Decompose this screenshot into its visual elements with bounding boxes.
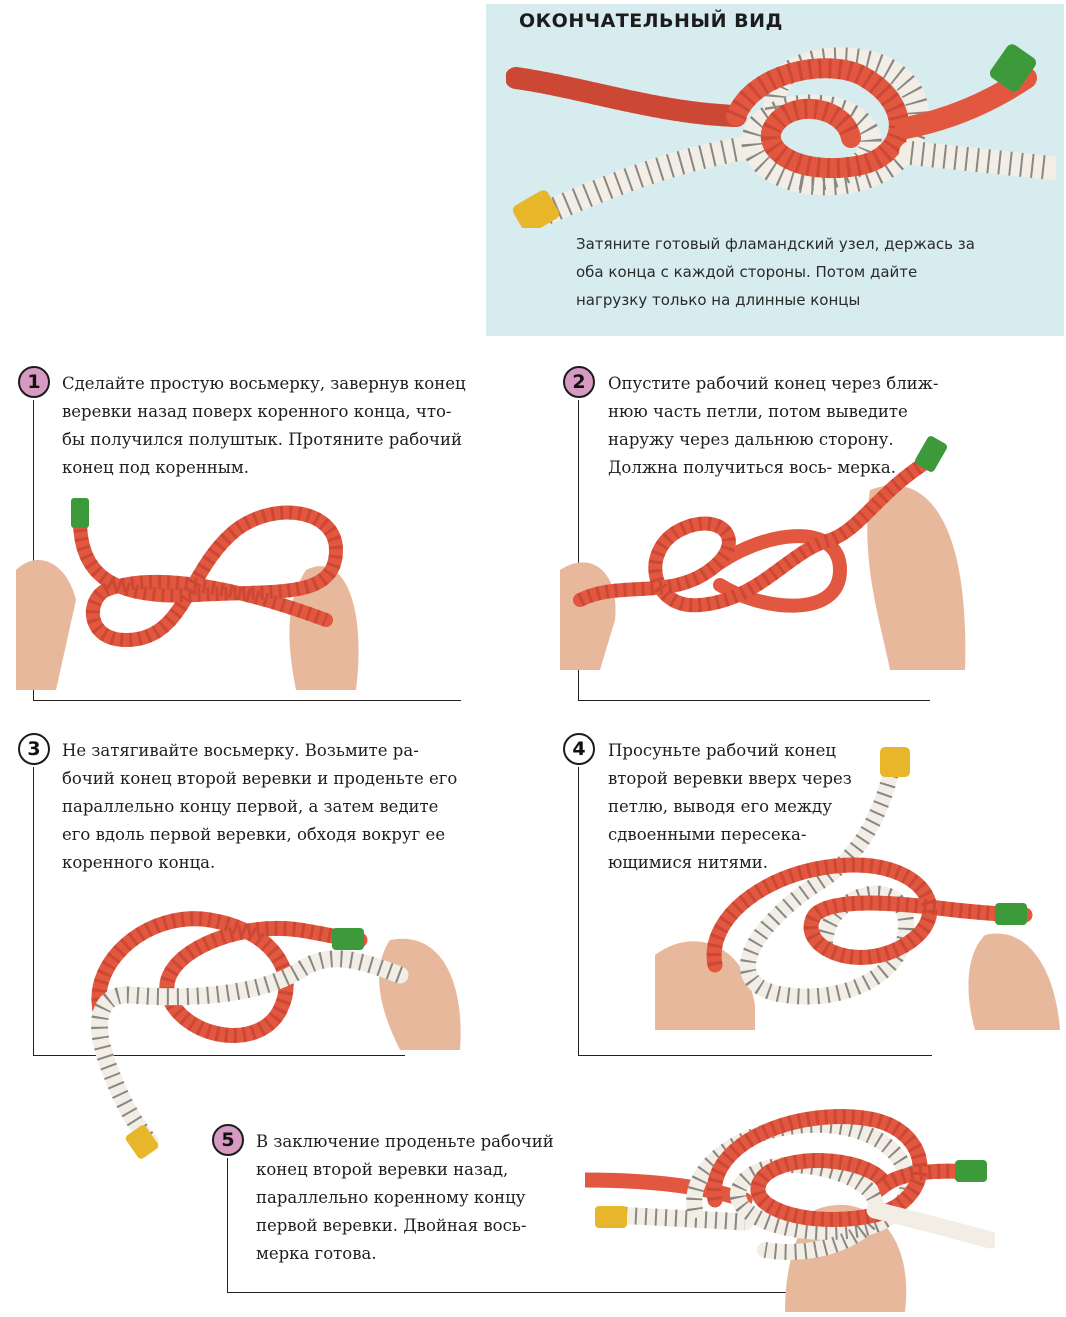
step-2-base-line (578, 700, 930, 701)
step-5-photo (585, 1090, 995, 1312)
step-3-badge: 3 (18, 733, 50, 765)
step-4-photo (655, 745, 1060, 1030)
step-3-guide-line (33, 767, 34, 1055)
step-4-guide-line (578, 767, 579, 1055)
step-5-guide-line (227, 1158, 228, 1292)
final-view-panel: ОКОНЧАТЕЛЬНЫЙ ВИД Затяните готовый флама… (486, 4, 1064, 336)
step-3-photo (70, 880, 465, 1165)
step-1-text: Сделайте простую восьмерку, завернув кон… (62, 370, 472, 482)
step-2-badge: 2 (563, 366, 595, 398)
step-4-base-line (578, 1055, 932, 1056)
step-5-text: В заключение проденьте рабочий конец вто… (256, 1128, 566, 1268)
step-5-badge: 5 (212, 1124, 244, 1156)
final-knot-photo (506, 38, 1056, 228)
step-4-badge: 4 (563, 733, 595, 765)
step-3-text: Не затягивайте восьмерку. Возьмите ра- б… (62, 737, 462, 877)
step-2-photo (560, 430, 980, 670)
step-1-base-line (33, 700, 461, 701)
step-1-photo (16, 490, 376, 690)
step-1-badge: 1 (18, 366, 50, 398)
final-view-title: ОКОНЧАТЕЛЬНЫЙ ВИД (519, 10, 783, 32)
final-view-caption: Затяните готовый фламандский узел, держа… (576, 230, 976, 314)
